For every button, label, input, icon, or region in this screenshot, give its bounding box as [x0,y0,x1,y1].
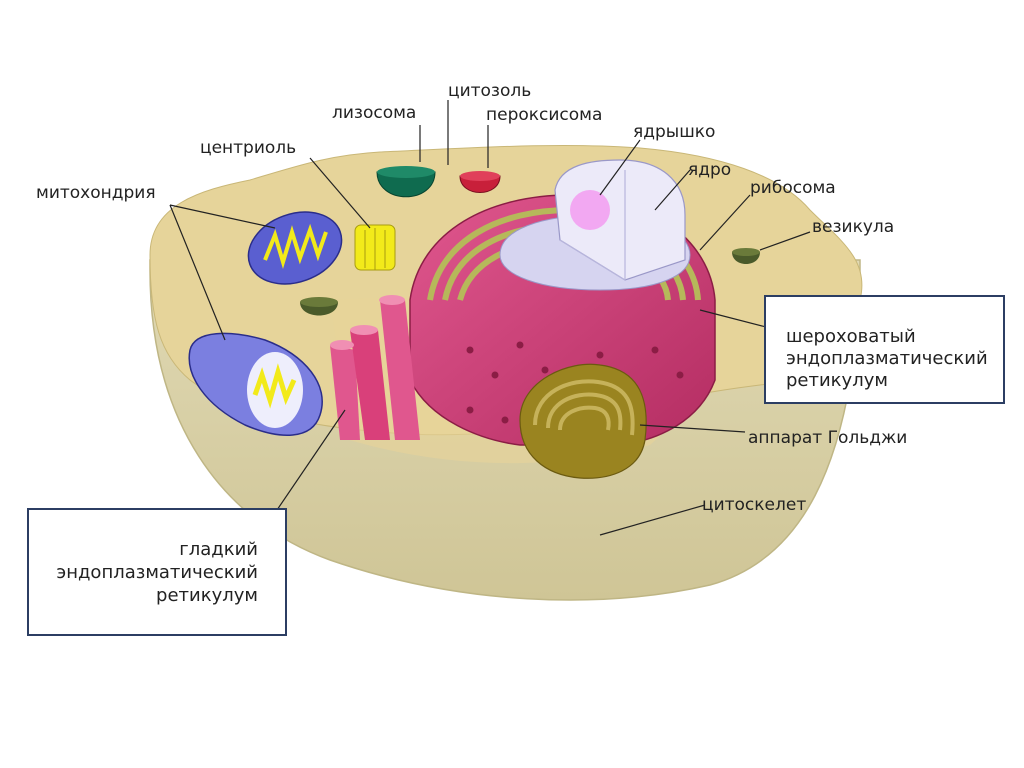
label-golgi: аппарат Гольджи [748,428,907,448]
vesicle-top [732,248,760,256]
label-centriole: центриоль [200,138,296,158]
label-peroxisome: пероксисома [486,105,602,125]
centriole [354,224,396,271]
label-lysosome: лизосома [332,103,416,123]
golgi-apparatus [519,363,647,479]
label-nucleus: ядро [688,160,731,180]
label-vesicle: везикула [812,217,894,237]
nucleus [499,159,691,291]
label-ribosome: рибосома [750,178,836,198]
rough-er-label-line-3: ретикулум [786,370,888,391]
peroxisome-top [460,171,500,181]
label-cytosol: цитозоль [448,81,531,101]
rough-er-label-line-1: шероховатый [786,326,916,347]
label-nucleolus: ядрышко [633,122,715,142]
smooth-er [330,295,420,440]
lysosome [376,171,436,198]
rough-er-box [764,295,1005,404]
label-mitochondria: митохондрия [36,183,156,203]
lysosome-top [377,166,435,178]
vesicle-2-top [300,297,338,307]
label-cytoskeleton: цитоскелет [702,495,806,515]
rough-er-label-line-2: эндоплазматический [786,348,988,369]
nucleolus [570,190,610,230]
smooth-er-label-line-3: ретикулум [156,585,258,606]
mitochondrion-upper [247,211,343,285]
mitochondrion-lower [188,332,323,436]
smooth-er-label-line-2: эндоплазматический [56,562,258,583]
smooth-er-box [27,508,287,636]
smooth-er-label-line-1: гладкий [179,539,258,560]
